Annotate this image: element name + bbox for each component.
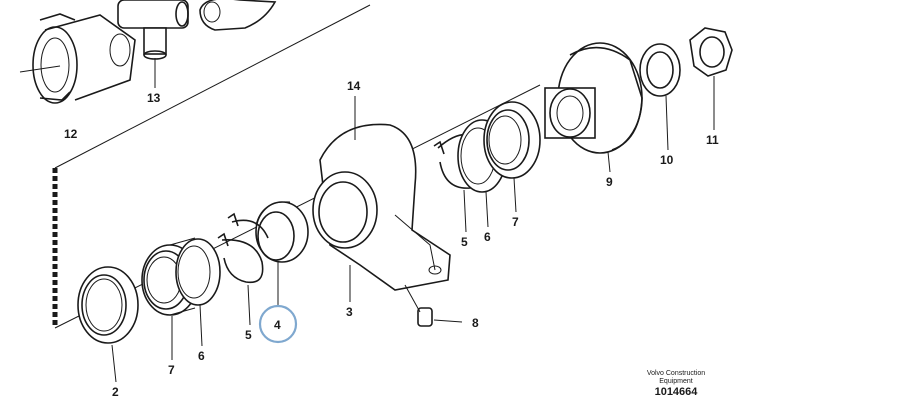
caption-drawing-number: 1014664 — [654, 386, 698, 398]
part-6-ring-left — [175, 238, 221, 347]
callout-7-left: 7 — [168, 363, 175, 377]
phantom-boundary — [52, 4, 541, 329]
callout-9: 9 — [606, 175, 613, 189]
callout-11: 11 — [706, 133, 719, 147]
callout-3: 3 — [346, 305, 353, 319]
caption-company-line2: Equipment — [659, 378, 693, 385]
callout-13: 13 — [147, 91, 161, 105]
callout-2: 2 — [112, 385, 119, 399]
callout-8: 8 — [472, 316, 479, 330]
part-5-snapring-left — [217, 232, 264, 326]
part-5-snapring-inner — [227, 212, 269, 239]
part-2-seal — [77, 266, 139, 383]
callout-6-right: 6 — [484, 230, 491, 244]
callout-14: 14 — [347, 79, 361, 93]
callout-6-left: 6 — [198, 349, 205, 363]
callout-5-right: 5 — [461, 235, 468, 249]
part-7-bearing-right — [483, 101, 541, 213]
part-11-hex-nut — [689, 27, 733, 130]
callout-10: 10 — [660, 153, 674, 167]
caption-company-line1: Volvo Construction — [646, 370, 706, 377]
part-8-grease-nipple — [404, 284, 463, 327]
part-10-washer — [639, 43, 681, 151]
callout-4-highlight-circle[interactable] — [258, 304, 298, 344]
callout-4: 4 — [274, 318, 281, 332]
part-4-bearing-ring — [255, 201, 309, 305]
caption-block: Volvo Construction Equipment 1014664 — [626, 370, 726, 398]
part-12-yoke — [19, 13, 136, 104]
part-3-housing — [312, 96, 451, 302]
callout-12: 12 — [64, 127, 78, 141]
callout-7-right: 7 — [512, 215, 519, 229]
part-9-flange — [544, 42, 643, 173]
part-yoke-upper-right — [199, 0, 277, 31]
callout-5-left: 5 — [245, 328, 252, 342]
part-13-cross — [117, 0, 189, 88]
